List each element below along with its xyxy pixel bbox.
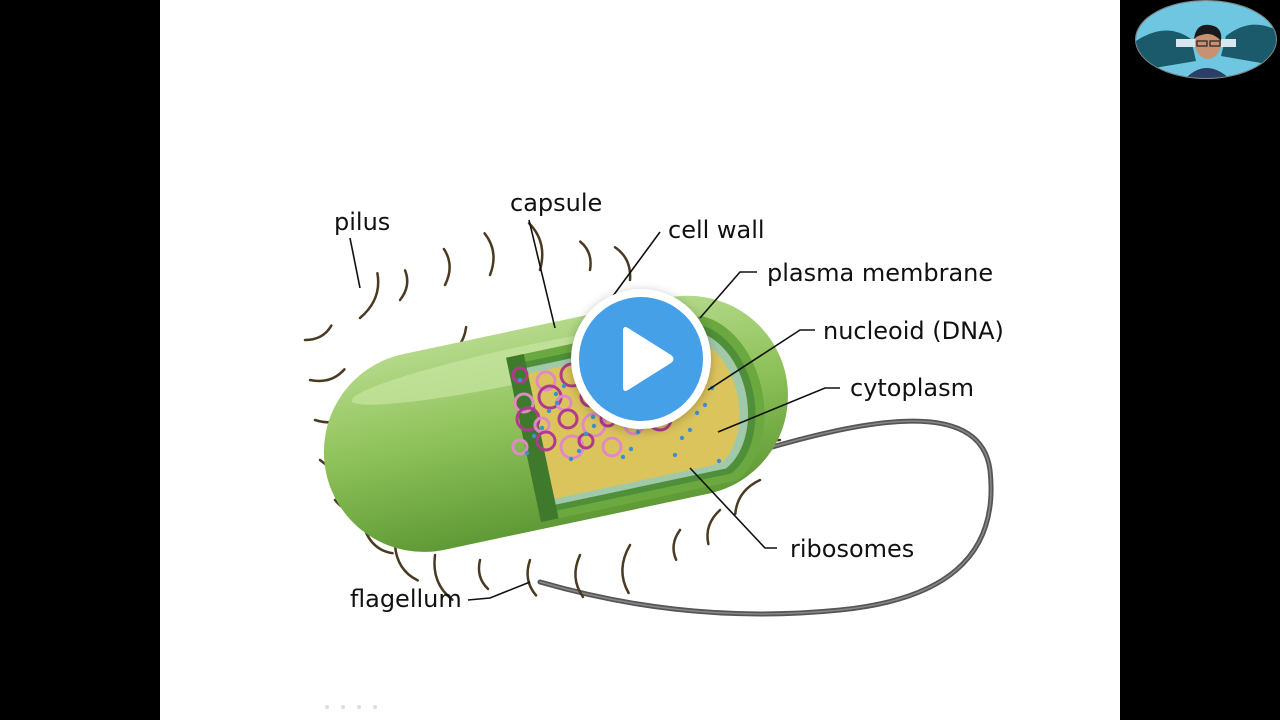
pilus-hair (734, 478, 762, 516)
ribosome-dot (524, 450, 530, 456)
ribosome-dot (517, 377, 523, 383)
ribosome-dot (576, 448, 582, 454)
ribosome-dot (553, 391, 559, 397)
play-icon (623, 327, 674, 391)
label-ribosomes: ribosomes (790, 535, 915, 563)
label-capsule: capsule (510, 189, 603, 217)
dna-loop (557, 408, 579, 430)
webcam-person-icon (1136, 1, 1276, 78)
pilus-hair (574, 553, 585, 599)
pilus-hair (303, 324, 333, 342)
label-nucleoid: nucleoid (DNA) (823, 317, 1004, 345)
ribosome-dot (635, 429, 641, 435)
ribosome-dot (687, 427, 693, 433)
ribosome-dot (672, 452, 678, 458)
pilus-hair (477, 558, 490, 591)
cell-body (323, 295, 788, 552)
ribosome-dot (590, 414, 596, 420)
pilus-hair (706, 508, 722, 546)
dna-loop (511, 438, 529, 456)
leader-lines (349, 219, 840, 601)
ribosome-dot (546, 408, 552, 414)
ribosome-dot (568, 456, 574, 462)
ribosome-dot (628, 446, 634, 452)
pilus-hair (358, 272, 380, 320)
ribosome-dot (620, 454, 626, 460)
ribosome-dot (679, 435, 685, 441)
ribosome-dot (716, 458, 722, 464)
dna-loop (513, 392, 535, 414)
pilus-hair (526, 558, 538, 597)
label-flagellum: flagellum (350, 585, 462, 613)
label-cytoplasm: cytoplasm (850, 374, 974, 402)
ribosome-dot (539, 425, 545, 431)
ribosome-dot (591, 423, 597, 429)
pilus-hair (308, 368, 346, 383)
ribosome-dot (694, 410, 700, 416)
pilus-hair (433, 553, 454, 601)
ribosome-dot (554, 400, 560, 406)
dna-loop (535, 370, 557, 392)
ribosome-dot (702, 402, 708, 408)
pilus-hair (672, 528, 682, 561)
ribosome-dot (583, 431, 589, 437)
pilus-hair (613, 246, 632, 282)
pilus-hair (483, 232, 495, 277)
slide-footer-dots (325, 705, 377, 709)
ribosome-dot (561, 383, 567, 389)
label-cell-wall: cell wall (668, 216, 765, 244)
label-pilus: pilus (334, 208, 391, 236)
dna-loop (601, 436, 623, 458)
pilus-hair (579, 240, 592, 272)
webcam-overlay (1135, 0, 1277, 79)
pilus-hair (393, 543, 419, 582)
label-plasma-membrane: plasma membrane (767, 259, 994, 287)
ribosome-dot (531, 433, 537, 439)
dna-loop (535, 430, 557, 452)
pilus-hair (442, 247, 451, 287)
pilus-hair (398, 269, 409, 302)
play-button[interactable] (571, 289, 711, 429)
pilus-hair (621, 543, 632, 595)
pilus-hair (527, 222, 544, 272)
